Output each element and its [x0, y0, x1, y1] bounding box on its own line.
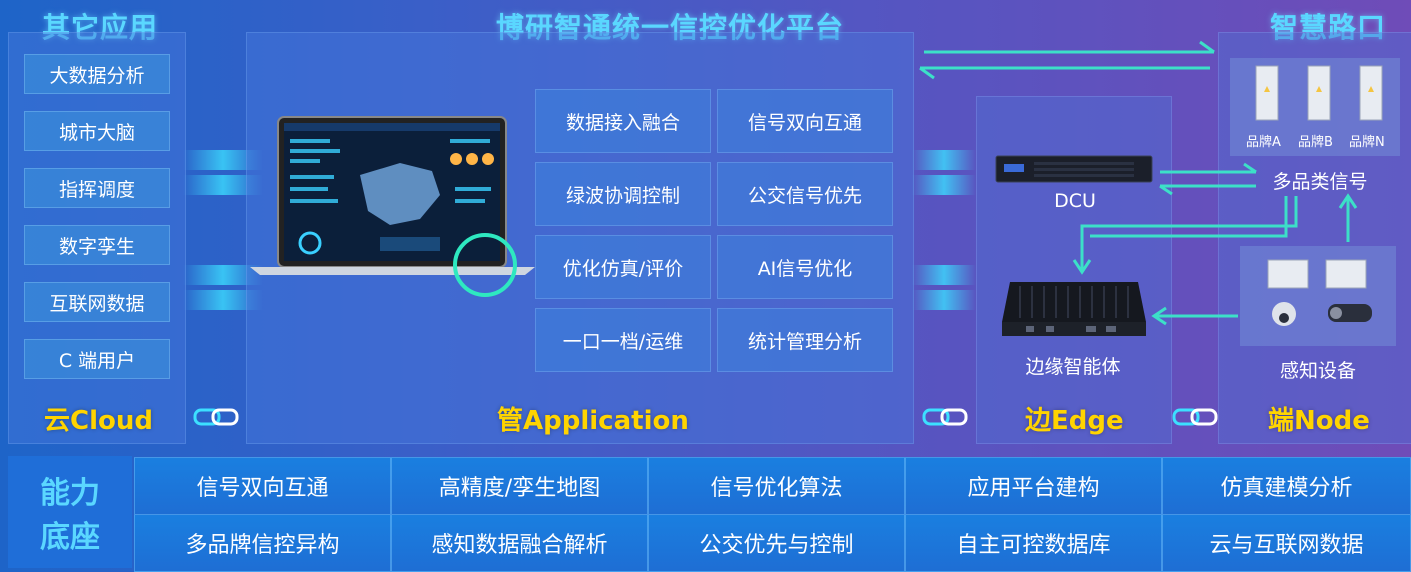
connector — [912, 175, 976, 195]
base-capability-cell[interactable]: 自主可控数据库 — [905, 514, 1162, 572]
bidirectional-arrow-icon — [919, 40, 1215, 80]
laptop-dashboard-image — [250, 116, 535, 297]
connector — [912, 290, 976, 310]
cloud-item-c-user[interactable]: C 端用户 — [24, 339, 170, 379]
app-feature-cell[interactable]: 公交信号优先 — [717, 162, 893, 226]
multi-signal-label: 多品类信号 — [1272, 171, 1368, 193]
base-capability-cell[interactable]: 信号优化算法 — [648, 457, 905, 515]
sensing-box — [1240, 246, 1396, 346]
edge-panel — [976, 96, 1172, 444]
app-feature-cell[interactable]: 绿波协调控制 — [535, 162, 711, 226]
dcu-label: DCU — [1054, 190, 1096, 212]
base-capability-cell[interactable]: 应用平台建构 — [905, 457, 1162, 515]
cloud-item-command[interactable]: 指挥调度 — [24, 168, 170, 208]
connector — [183, 265, 263, 285]
cloud-item-digital-twin[interactable]: 数字孪生 — [24, 225, 170, 265]
cloud-layer-label: 云Cloud — [44, 406, 153, 436]
signal-cabinets-image — [1255, 65, 1383, 121]
base-capability-cell[interactable]: 感知数据融合解析 — [391, 514, 648, 572]
app-feature-cell[interactable]: 统计管理分析 — [717, 308, 893, 372]
edge-agent-device-image — [1002, 282, 1146, 336]
base-label-line2: 底座 — [40, 520, 100, 555]
brand-n-label: 品牌N — [1349, 135, 1385, 150]
connector — [183, 175, 263, 195]
base-capability-cell[interactable]: 公交优先与控制 — [648, 514, 905, 572]
base-capability-cell[interactable]: 云与互联网数据 — [1162, 514, 1411, 572]
other-apps-title: 其它应用 — [42, 11, 159, 44]
app-feature-cell[interactable]: AI信号优化 — [717, 235, 893, 299]
connector — [183, 290, 263, 310]
connector — [912, 265, 976, 285]
smart-intersection-title: 智慧路口 — [1270, 11, 1387, 44]
app-feature-cell[interactable]: 数据接入融合 — [535, 89, 711, 153]
base-capability-cell[interactable]: 信号双向互通 — [134, 457, 391, 515]
node-layer-label: 端Node — [1268, 406, 1370, 436]
connector — [183, 150, 263, 170]
edge-node-arrows-icon — [1072, 162, 1358, 326]
brand-b-label: 品牌B — [1298, 135, 1333, 150]
dcu-device-image — [995, 155, 1153, 183]
cloud-item-bigdata[interactable]: 大数据分析 — [24, 54, 170, 94]
base-capability-cell[interactable]: 多品牌信控异构 — [134, 514, 391, 572]
link-icon — [193, 408, 239, 426]
app-feature-cell[interactable]: 优化仿真/评价 — [535, 235, 711, 299]
app-feature-cell[interactable]: 一口一档/运维 — [535, 308, 711, 372]
edge-agent-label: 边缘智能体 — [1025, 356, 1121, 378]
edge-layer-label: 边Edge — [1025, 406, 1124, 436]
base-label-cell: 能力 底座 — [8, 456, 132, 568]
cloud-item-city-brain[interactable]: 城市大脑 — [24, 111, 170, 151]
brand-a-label: 品牌A — [1246, 135, 1281, 150]
sensing-devices-image — [1267, 259, 1372, 326]
application-layer-label: 管Application — [497, 406, 689, 436]
base-capability-cell[interactable]: 高精度/孪生地图 — [391, 457, 648, 515]
connector — [912, 150, 976, 170]
link-icon — [922, 408, 968, 426]
sensing-label: 感知设备 — [1279, 360, 1356, 382]
base-label-line1: 能力 — [40, 476, 100, 511]
app-feature-cell[interactable]: 信号双向互通 — [717, 89, 893, 153]
base-capability-cell[interactable]: 仿真建模分析 — [1162, 457, 1411, 515]
cloud-item-internet-data[interactable]: 互联网数据 — [24, 282, 170, 322]
platform-title: 博研智通统一信控优化平台 — [496, 11, 845, 44]
link-icon — [1172, 408, 1218, 426]
